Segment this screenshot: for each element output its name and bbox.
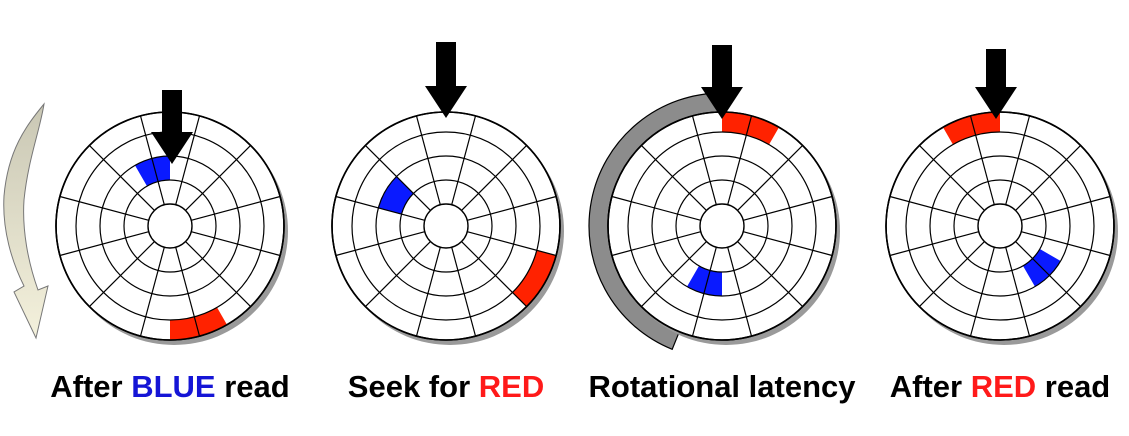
- disk-panel-after-blue-read: [3, 90, 288, 345]
- sector-spoke: [1021, 195, 1111, 221]
- track-ring: [399, 179, 493, 273]
- sector-spoke: [415, 247, 441, 337]
- sector-spoke: [743, 231, 833, 257]
- sector-spoke: [1015, 241, 1082, 308]
- sector-spoke: [364, 144, 431, 211]
- blue-sector: [135, 156, 170, 187]
- sector-spoke: [467, 231, 557, 257]
- disk-hub: [423, 203, 469, 249]
- disk-panel-seek-for-red: [331, 42, 564, 345]
- red-sector: [170, 307, 227, 340]
- track-ring: [375, 155, 517, 297]
- sector-spoke: [889, 195, 979, 221]
- sector-spoke: [691, 247, 717, 337]
- sector-spoke: [451, 247, 477, 337]
- sector-spoke: [1005, 247, 1031, 337]
- caption-highlight-red: RED: [478, 369, 545, 404]
- sector-spoke: [88, 144, 155, 211]
- caption-rotational-latency: Rotational latency: [588, 369, 856, 404]
- sector-spoke: [139, 247, 165, 337]
- sector-spoke: [175, 115, 201, 205]
- sector-spoke: [59, 231, 149, 257]
- sector-spoke: [364, 241, 431, 308]
- sector-spoke: [467, 195, 557, 221]
- sector-spoke: [451, 115, 477, 205]
- sector-spoke: [889, 231, 979, 257]
- sector-spoke: [335, 231, 425, 257]
- track-ring: [953, 179, 1047, 273]
- sector-spoke: [59, 195, 149, 221]
- rotation-direction-icon: [3, 102, 49, 340]
- caption-seek-for-red: Seek for RED: [347, 369, 545, 404]
- read-head-arrow-icon: [701, 45, 743, 119]
- track-ring: [929, 155, 1071, 297]
- read-head-arrow-icon: [425, 42, 467, 118]
- disk-hub: [977, 203, 1023, 249]
- sector-spoke: [191, 231, 281, 257]
- sector-spoke: [139, 115, 165, 205]
- sector-spoke: [461, 241, 528, 308]
- sector-spoke: [918, 144, 985, 211]
- caption-highlight-red: RED: [970, 369, 1037, 404]
- track-ring: [351, 131, 541, 321]
- red-sector: [722, 112, 779, 145]
- track-ring: [905, 131, 1095, 321]
- disk-panel-rotational-latency: [588, 45, 840, 351]
- sector-spoke: [611, 231, 701, 257]
- sector-spoke: [691, 115, 717, 205]
- disk-hub: [699, 203, 745, 249]
- track-ring: [651, 155, 793, 297]
- sector-spoke: [175, 247, 201, 337]
- read-head-arrow-icon: [975, 49, 1017, 119]
- caption-highlight-blue: BLUE: [131, 369, 216, 404]
- disk-hub: [147, 203, 193, 249]
- sector-spoke: [1005, 115, 1031, 205]
- sector-spoke: [461, 144, 528, 211]
- sector-spoke: [185, 241, 252, 308]
- track-ring: [627, 131, 817, 321]
- sector-spoke: [1021, 231, 1111, 257]
- sector-spoke: [1015, 144, 1082, 211]
- sector-spoke: [969, 115, 995, 205]
- red-sector: [943, 112, 1000, 145]
- sector-spoke: [611, 195, 701, 221]
- sector-spoke: [743, 195, 833, 221]
- caption-after-red-read: After RED read: [889, 369, 1111, 404]
- sector-spoke: [918, 241, 985, 308]
- blue-sector: [687, 265, 722, 296]
- sector-spoke: [640, 241, 707, 308]
- track-ring: [675, 179, 769, 273]
- caption-after-blue-read: After BLUE read: [50, 369, 290, 404]
- read-head-arrow-icon: [151, 90, 193, 164]
- sector-spoke: [737, 144, 804, 211]
- sector-spoke: [88, 241, 155, 308]
- track-ring: [123, 179, 217, 273]
- sector-spoke: [191, 195, 281, 221]
- sector-spoke: [640, 144, 707, 211]
- sector-spoke: [185, 144, 252, 211]
- disk-panel-after-red-read: [885, 49, 1118, 345]
- sector-spoke: [969, 247, 995, 337]
- sector-spoke: [727, 247, 753, 337]
- sector-spoke: [335, 195, 425, 221]
- sector-spoke: [737, 241, 804, 308]
- red-sector: [512, 250, 557, 307]
- sector-spoke: [727, 115, 753, 205]
- sector-spoke: [415, 115, 441, 205]
